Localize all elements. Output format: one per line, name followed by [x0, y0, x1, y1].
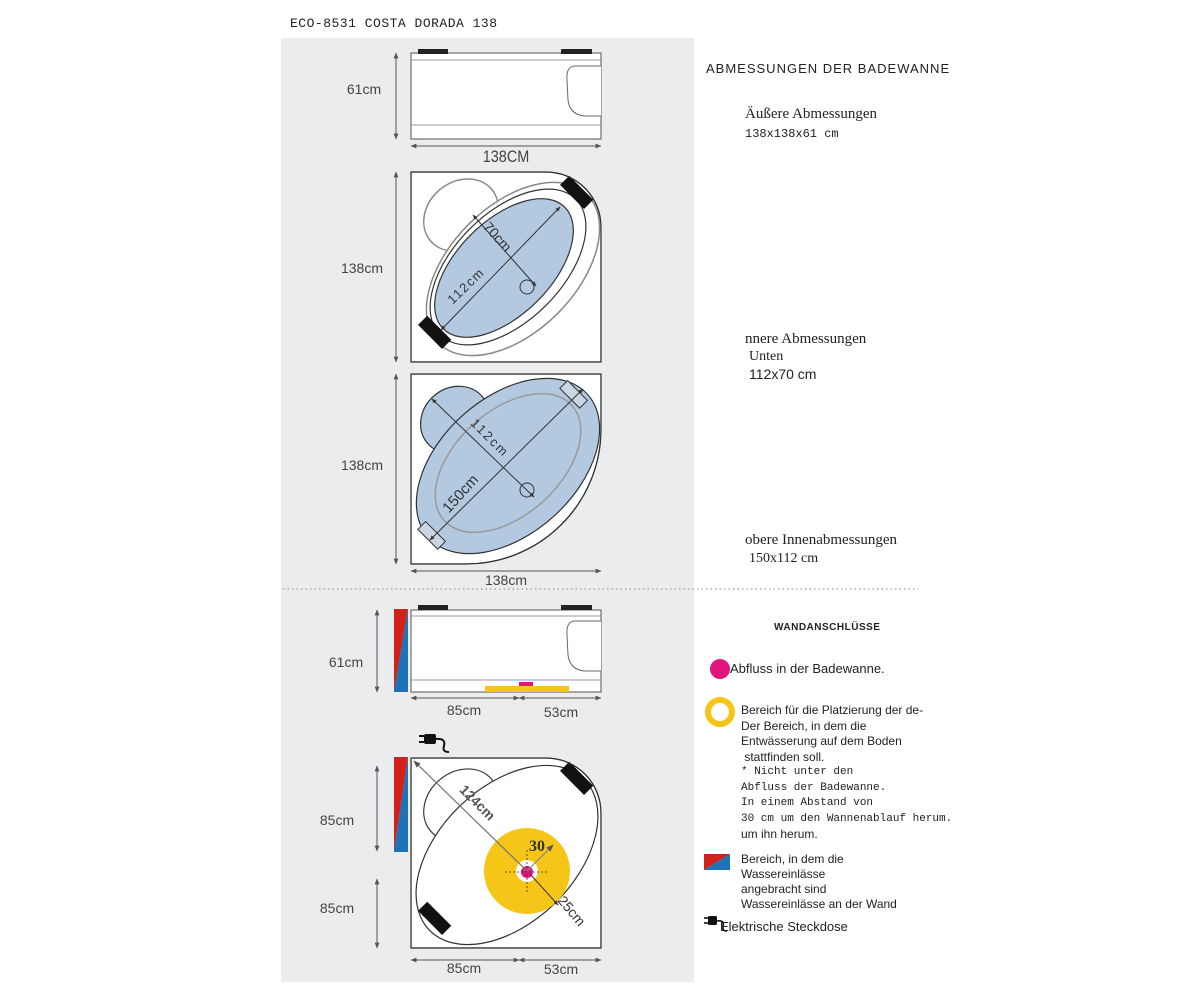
plan-inner-view: 70cm 112cm 138cm	[341, 171, 602, 363]
drain-note-end: um ihn herum.	[741, 827, 818, 841]
outer-dimensions-value: 138x138x61 cm	[745, 127, 839, 141]
socket-icon-plan	[419, 734, 450, 753]
side-view-top: 61cm 138CM	[347, 49, 602, 166]
outer-dimensions-label: Äußere Abmessungen	[745, 106, 878, 122]
plan-upper-width-label: 138cm	[485, 572, 527, 588]
side-bottom-height-label: 61cm	[329, 654, 363, 670]
water-inlet-legend: Bereich, in dem die Wassereinlässe angeb…	[741, 852, 897, 912]
drain-side	[519, 682, 533, 686]
drain-note-line: Abfluss der Badewanne.	[741, 781, 887, 794]
drain-area-line: stattfinden soll.	[741, 749, 825, 764]
drain-area-line: Der Bereich, in dem die	[741, 718, 867, 733]
dimensions-section-title: ABMESSUNGEN DER BADEWANNE	[706, 61, 951, 76]
side-view-bottom: 61cm 85cm 53cm	[329, 605, 602, 720]
plan-conn-radius-label: 30	[529, 838, 545, 855]
page-title: ECO-8531 COSTA DORADA 138	[290, 16, 498, 31]
inner-dimensions-label: nnere Abmessungen	[745, 331, 867, 347]
plan-conn-width-left-label: 85cm	[447, 960, 481, 976]
water-inlet-line: Wassereinlässe an der Wand	[741, 897, 897, 911]
drain-note-line: In einem Abstand von	[741, 797, 874, 809]
drain-legend-icon	[710, 659, 730, 679]
side-top-height-label: 61cm	[347, 81, 381, 97]
side-top-width-label: 138CM	[483, 148, 530, 166]
inner-dimensions-sub: Unten	[749, 349, 784, 364]
drain-area-line: Bereich für die Platzierung der de-	[741, 703, 924, 717]
side-bottom-left-label: 85cm	[447, 702, 481, 718]
plan-conn-width-right-label: 53cm	[544, 961, 578, 977]
socket-legend-text: Elektrische Steckdose	[720, 919, 848, 934]
drain-area-side	[485, 686, 569, 692]
inner-dimensions-value: 112x70 cm	[749, 366, 817, 382]
side-bottom-right-label: 53cm	[544, 704, 578, 720]
socket-legend-icon	[704, 916, 728, 932]
upper-dimensions-label: obere Innenabmessungen	[745, 532, 898, 548]
plan-conn-height-top-label: 85cm	[320, 812, 354, 828]
drain-area-legend: Bereich für die Platzierung der de- Der …	[741, 703, 952, 843]
drain-note-line: * Nicht unter den	[741, 766, 854, 778]
plan-connections-view: 124cm 30 25cm 85cm 85cm 85cm 53cm	[320, 734, 602, 977]
plan-inner-height-label: 138cm	[341, 260, 383, 276]
water-inlet-line: Wassereinlässe	[741, 867, 826, 881]
upper-dimensions-value: 150x112 cm	[749, 551, 819, 566]
connections-title: WANDANSCHLÜSSE	[774, 622, 881, 633]
drain-note-line: 30 cm um den Wannenablauf herum.	[741, 812, 953, 825]
plan-upper-view: 112cm 150cm 138cm 138cm	[341, 373, 602, 588]
drain-legend-text: Abfluss in der Badewanne.	[730, 661, 885, 676]
water-inlet-line: Bereich, in dem die	[741, 852, 844, 866]
drain-area-line: Entwässerung auf dem Boden	[741, 734, 902, 748]
water-inlet-line: angebracht sind	[741, 882, 827, 896]
drain-area-legend-icon	[705, 697, 735, 727]
plan-conn-height-bottom-label: 85cm	[320, 900, 354, 916]
plan-upper-height-label: 138cm	[341, 457, 383, 473]
